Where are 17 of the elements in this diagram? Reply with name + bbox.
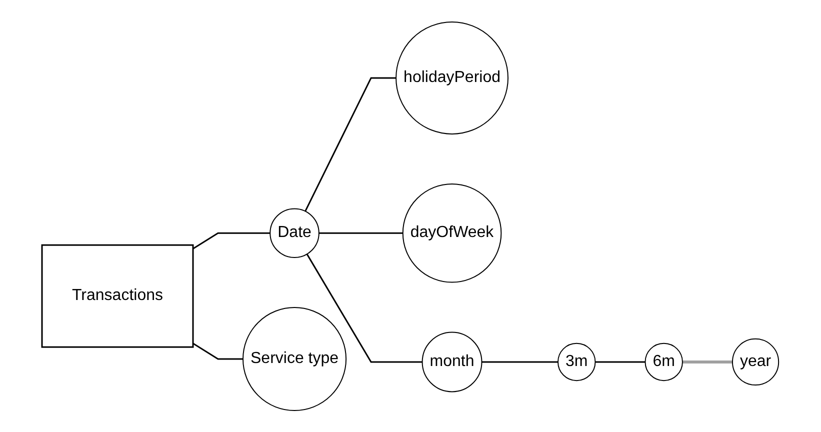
connector bbox=[192, 232, 270, 250]
connector bbox=[319, 232, 404, 234]
node-circle: year bbox=[732, 338, 780, 386]
node-circle: 6m bbox=[644, 342, 684, 381]
connector bbox=[304, 76, 396, 212]
connector bbox=[595, 360, 646, 362]
node-circle: holidayPeriod bbox=[396, 21, 509, 134]
node-box: Transactions bbox=[41, 244, 194, 348]
node-circle: Date bbox=[270, 208, 320, 258]
node-circle: 3m bbox=[558, 342, 596, 381]
connector bbox=[192, 342, 244, 360]
node-circle: month bbox=[422, 331, 482, 392]
node-circle: dayOfWeek bbox=[402, 183, 502, 282]
connector bbox=[306, 253, 422, 362]
connector bbox=[682, 360, 733, 364]
connector bbox=[482, 360, 558, 362]
node-circle: Service type bbox=[242, 306, 347, 411]
